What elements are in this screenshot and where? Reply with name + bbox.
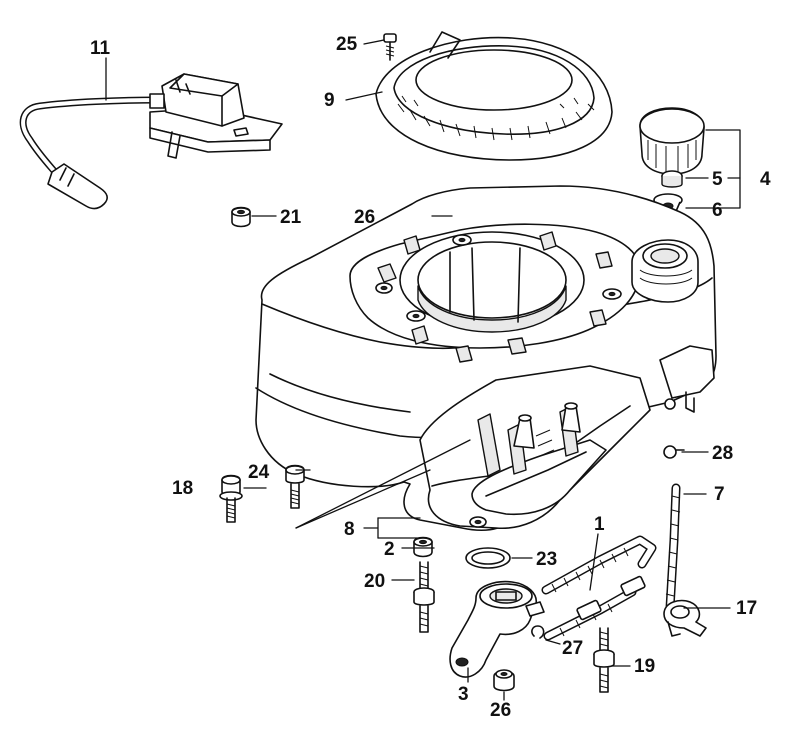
label-17: 17 [736,598,757,619]
label-5: 5 [712,169,723,190]
fuel-cap-part [639,107,705,175]
label-1: 1 [594,514,605,535]
label-26-bottom: 26 [490,700,511,721]
clip-part-28 [663,445,685,459]
label-21: 21 [280,207,302,228]
leader-lines [105,39,741,701]
ignition-coil-part [19,73,283,210]
label-11: 11 [90,38,111,59]
screw-part-25 [383,33,397,61]
label-20: 20 [364,571,385,592]
collar-part-2 [413,536,433,558]
bolt-part-24 [285,464,305,509]
label-2: 2 [384,539,395,560]
label-7: 7 [714,484,725,505]
label-24: 24 [248,462,270,483]
fuel-tube-part-7 [665,483,681,613]
label-8: 8 [344,519,355,540]
label-4: 4 [760,169,771,190]
recoil-starter-part [375,31,613,161]
flange-bolt-part-18 [219,474,243,523]
stud-bolt-part-20 [413,561,435,633]
part-labels: 11 25 9 4 5 6 21 26 28 7 18 24 8 1 2 23 … [90,34,771,721]
label-18: 18 [172,478,193,499]
label-23: 23 [536,549,557,570]
fuel-cap-seal-part [661,170,683,188]
label-28: 28 [712,443,733,464]
label-25: 25 [336,34,358,55]
label-3: 3 [458,684,469,705]
fuel-elbow-part-3 [449,580,545,678]
nut-part-21 [231,206,251,228]
label-9: 9 [324,90,335,111]
fuel-tube-part-1 [541,535,657,641]
fan-cover-housing [255,185,717,532]
tube-clamp-part-17 [663,599,707,637]
gasket-part-23 [465,547,511,569]
stud-bolt-part-19 [593,627,615,693]
label-19: 19 [634,656,655,677]
clip-part-27 [531,625,545,639]
label-26-top: 26 [354,207,375,228]
flange-nut-part-26-bottom [493,669,515,692]
label-27: 27 [562,638,583,659]
label-6: 6 [712,200,723,221]
